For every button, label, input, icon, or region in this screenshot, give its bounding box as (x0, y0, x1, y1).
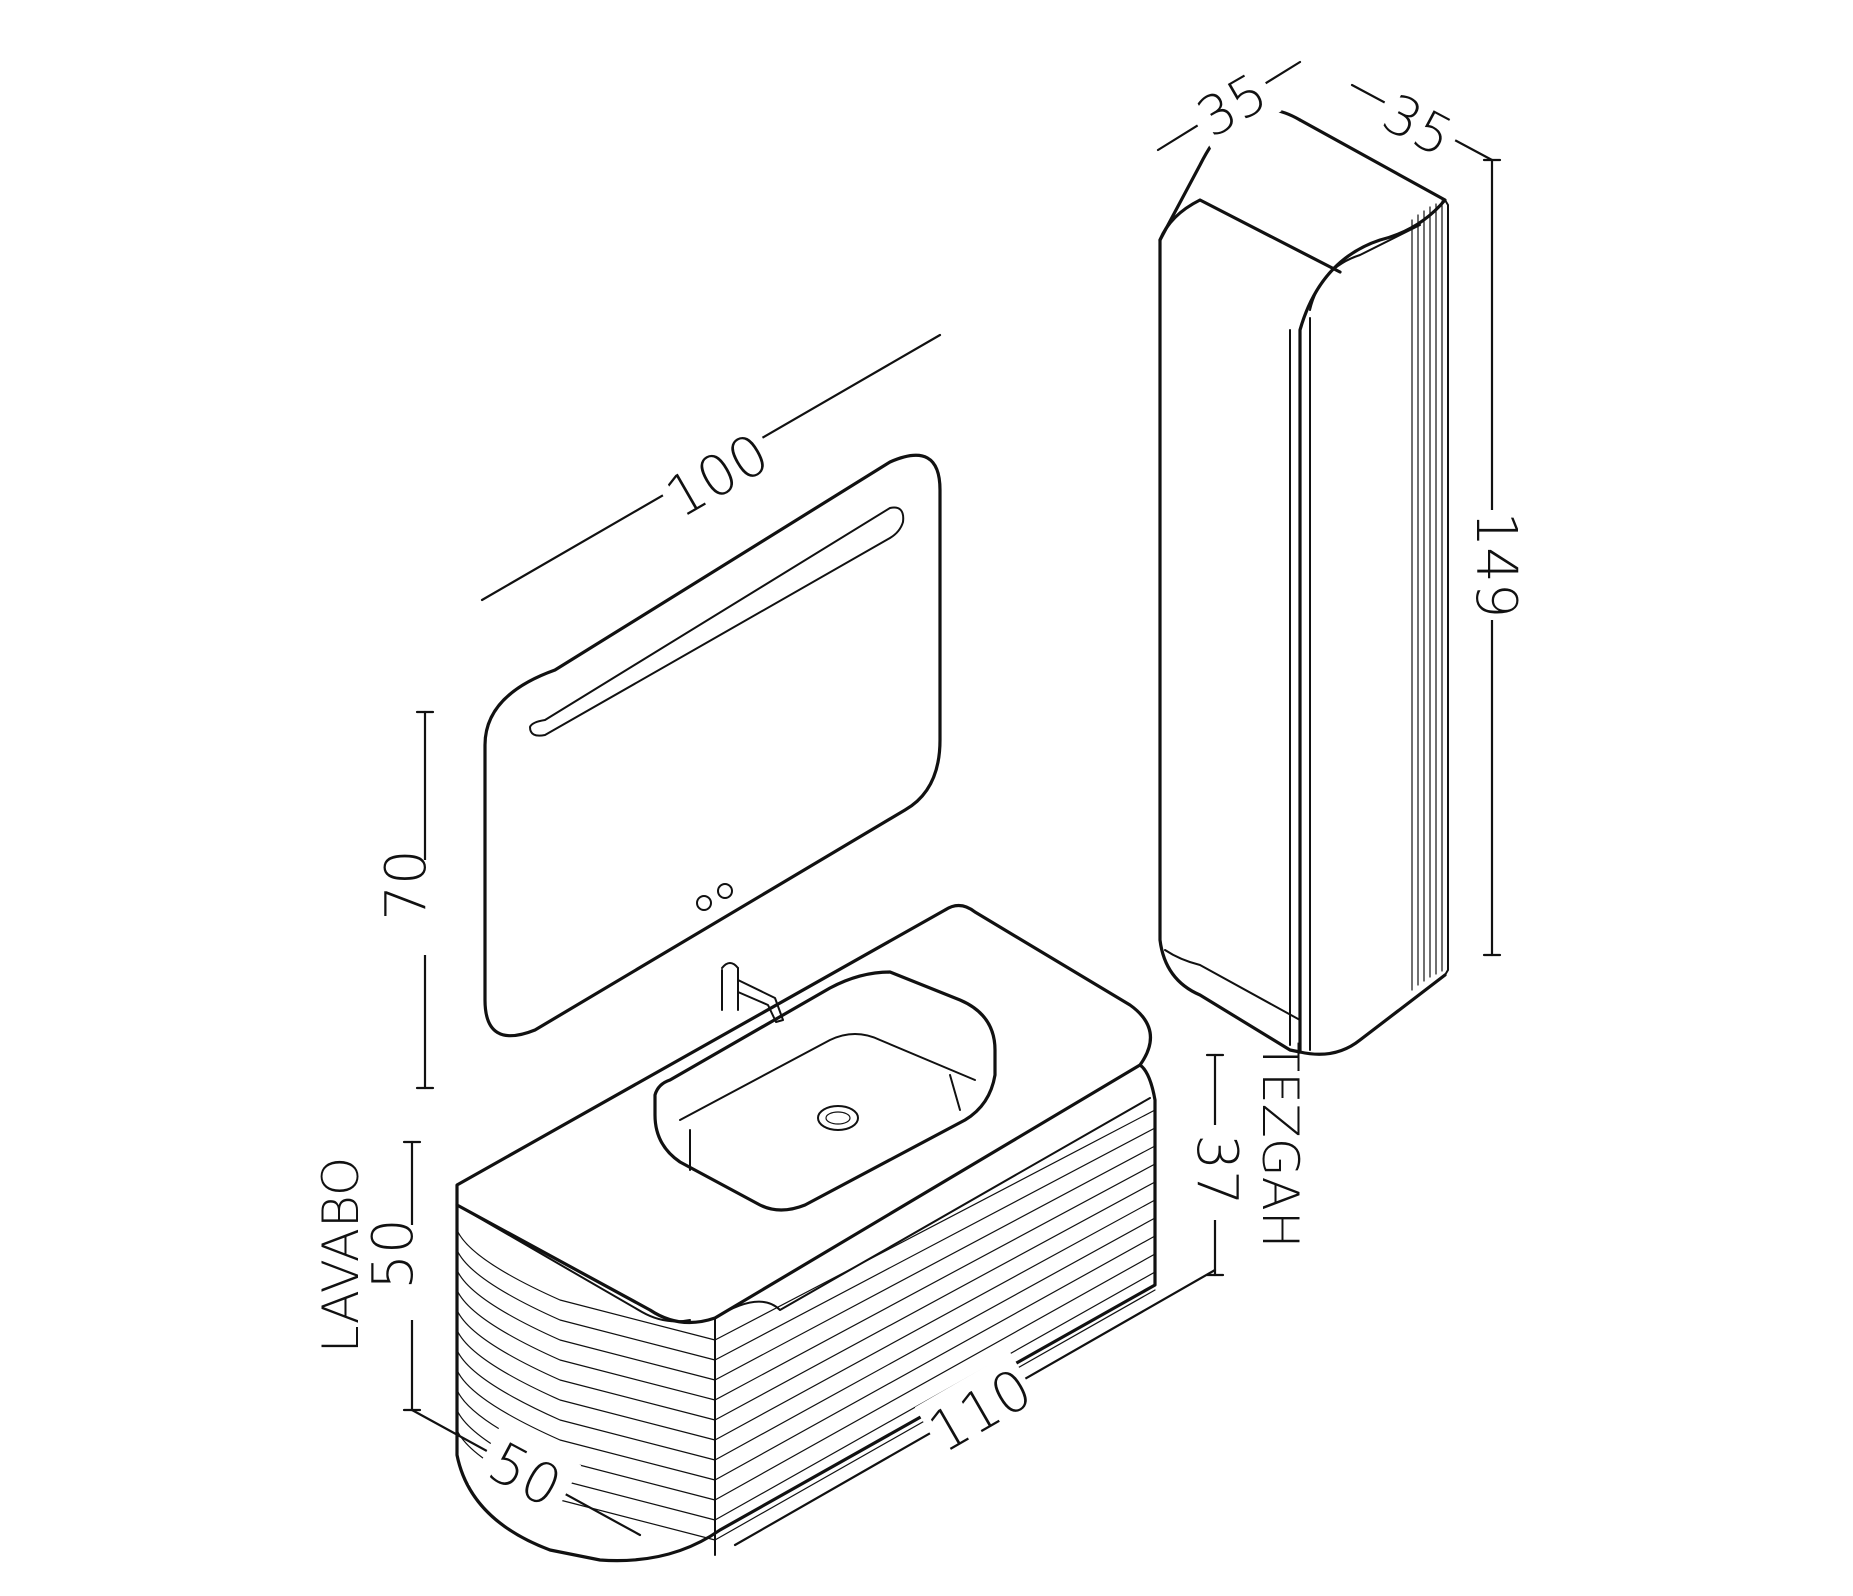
mirror-height-label: 70 (374, 849, 439, 920)
dimension-labels: 100 70 35 35 149 37 TEZGAH 50 LAVABO 50 … (312, 59, 1528, 1528)
tall-cabinet (1158, 107, 1449, 1056)
basin-value-label: 50 (361, 1218, 426, 1289)
cabinet-depth-b-label: 35 (1373, 81, 1463, 169)
cabinet-height-label: 149 (1463, 512, 1528, 619)
counter-value-label: 37 (1184, 1134, 1249, 1205)
flutes-right (714, 1109, 1156, 1541)
cabinet-depth-a-label: 35 (1187, 61, 1278, 150)
mirror (483, 453, 942, 1038)
basin-text-label: LAVABO (312, 1157, 370, 1353)
counter-text-label: TEZGAH (1251, 1042, 1309, 1249)
